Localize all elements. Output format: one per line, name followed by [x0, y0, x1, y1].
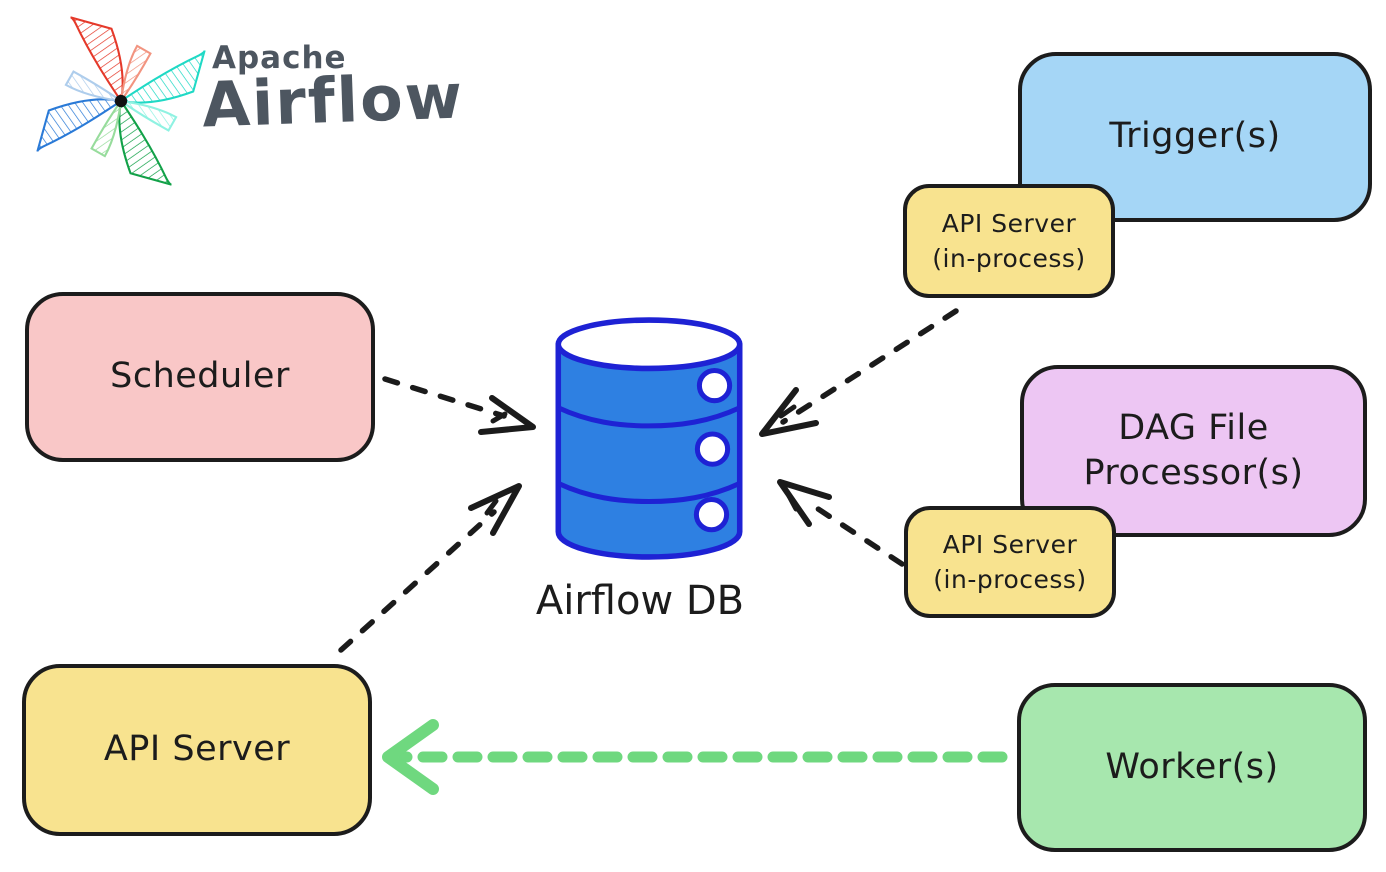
logo-text-apache: Apache	[212, 40, 347, 76]
dag-file-processors-label-line1: DAG File	[1118, 407, 1269, 448]
dag-file-processors-label-line2: Processor(s)	[1083, 453, 1304, 493]
node-api-server-inprocess-top: API Server (in-process)	[903, 184, 1115, 298]
node-api-server: API Server	[22, 664, 372, 836]
scheduler-label: Scheduler	[110, 356, 290, 397]
inprocess-bottom-label-line2: (in-process)	[933, 565, 1087, 594]
edge-inprocess-bottom-to-db	[777, 479, 905, 567]
node-api-server-inprocess-bottom: API Server (in-process)	[904, 506, 1116, 618]
logo-text-airflow: Airflow	[200, 59, 466, 142]
triggers-label: Trigger(s)	[1109, 116, 1281, 157]
database-label: Airflow DB	[535, 578, 745, 624]
edge-workers-to-api-server	[382, 719, 1008, 795]
api-server-label: API Server	[103, 729, 291, 770]
inprocess-bottom-label-line1: API Server	[942, 530, 1078, 559]
node-workers: Worker(s)	[1017, 683, 1367, 852]
edge-scheduler-to-db	[382, 376, 536, 435]
airflow-pinwheel-logo-icon	[26, 6, 216, 196]
inprocess-top-label-line2: (in-process)	[932, 244, 1086, 273]
pinwheel-center-dot	[114, 94, 128, 108]
edge-api-server-to-db	[338, 483, 522, 653]
node-dag-file-processors: DAG File Processor(s)	[1020, 365, 1367, 537]
workers-label: Worker(s)	[1105, 746, 1279, 787]
edge-inprocess-top-to-db	[759, 308, 959, 437]
inprocess-top-label-line1: API Server	[941, 209, 1077, 238]
database-icon	[555, 317, 743, 560]
node-scheduler: Scheduler	[25, 292, 375, 462]
